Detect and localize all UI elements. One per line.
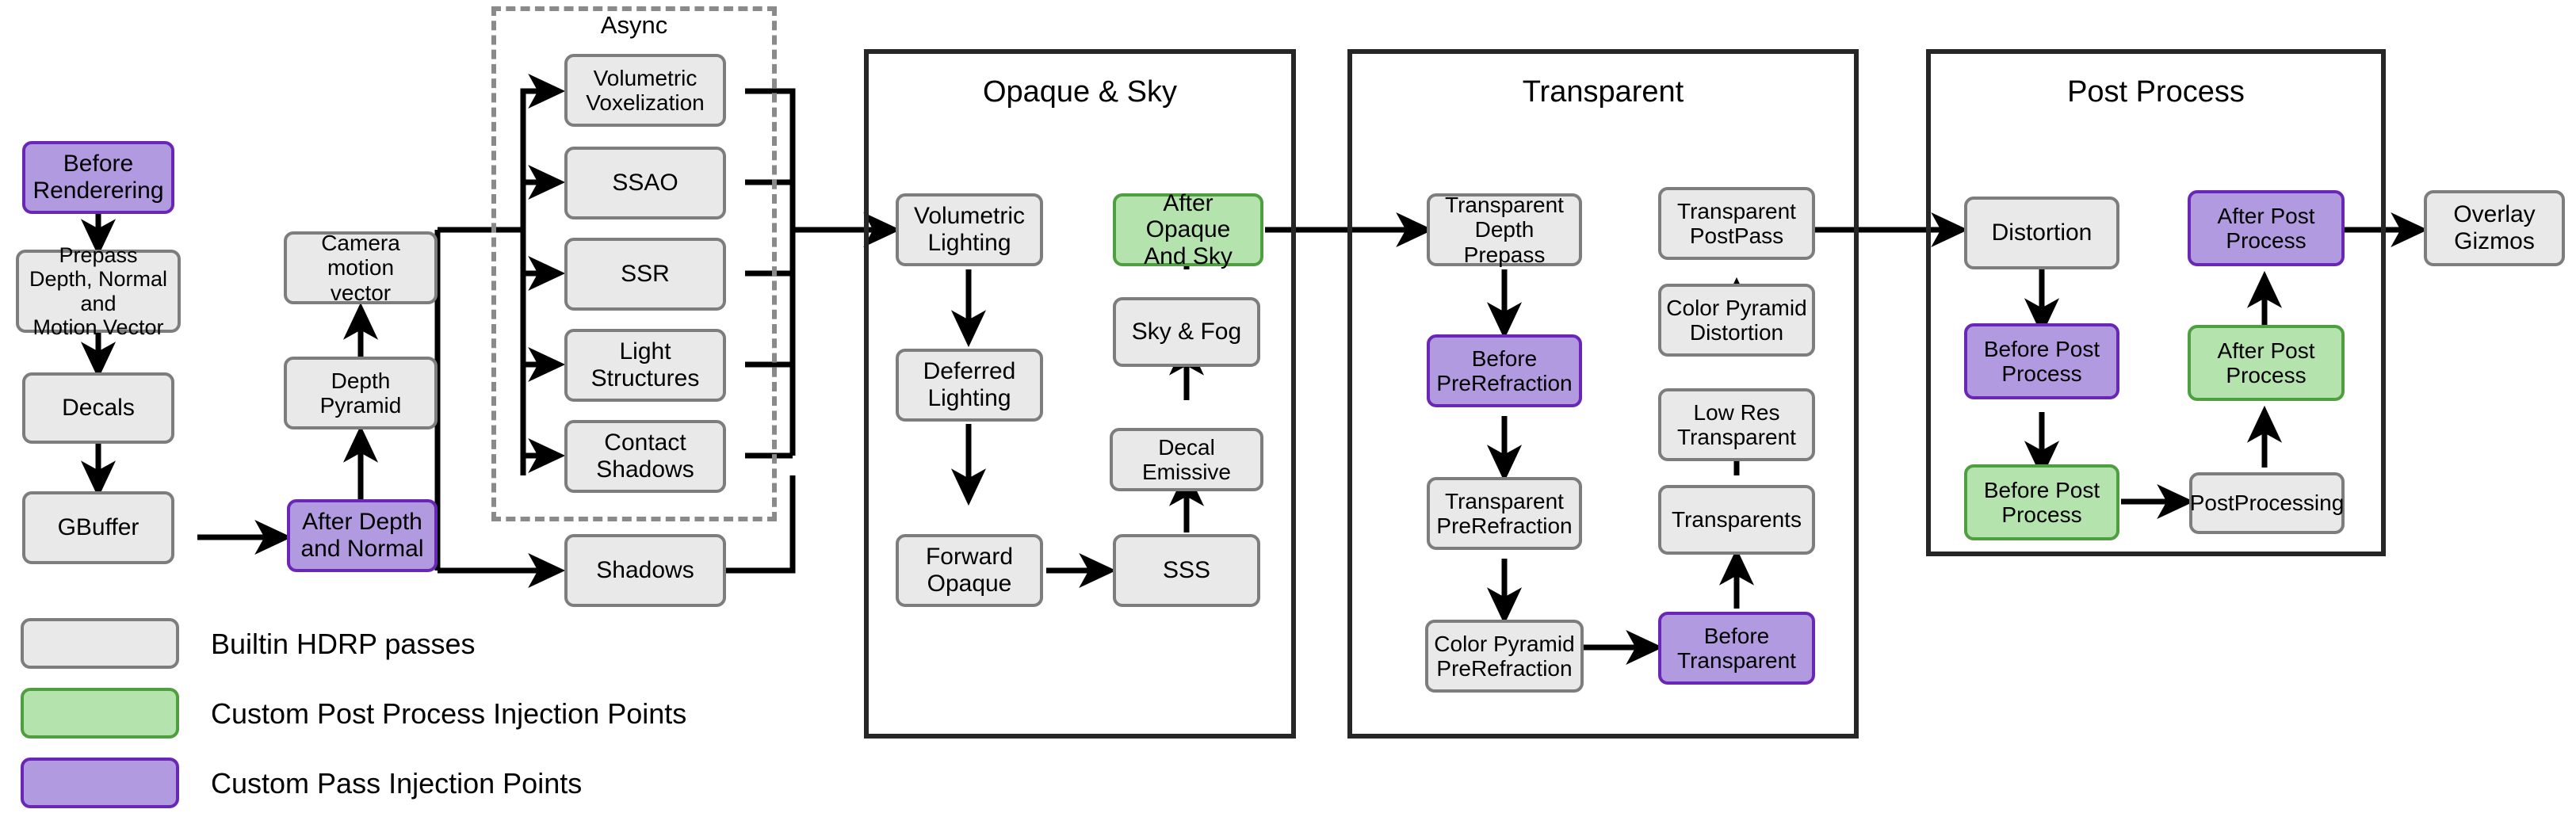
legend-label-builtin: Builtin HDRP passes — [211, 628, 476, 660]
node-transparents[interactable]: Transparents — [1658, 485, 1815, 555]
transparent-group — [1347, 49, 1859, 739]
legend-label-custom-post-process: Custom Post Process Injection Points — [211, 697, 687, 730]
node-decals[interactable]: Decals — [22, 372, 174, 444]
async-group-label: Async — [600, 11, 668, 39]
opaque-and-sky-group-label: Opaque & Sky — [982, 75, 1178, 109]
legend-swatch-custom-pass — [21, 758, 179, 808]
node-postprocessing[interactable]: PostProcessing — [2189, 472, 2345, 534]
opaque-and-sky-group — [864, 49, 1296, 739]
legend-label-custom-pass: Custom Pass Injection Points — [211, 767, 583, 800]
post-process-group-label: Post Process — [2067, 75, 2245, 109]
node-depth-pyramid[interactable]: Depth Pyramid — [284, 357, 438, 429]
legend-swatch-custom-post-process — [21, 688, 179, 739]
node-sss[interactable]: SSS — [1113, 534, 1260, 607]
node-ssao[interactable]: SSAO — [564, 147, 726, 219]
post-process-group — [1926, 49, 2386, 556]
node-shadows[interactable]: Shadows — [564, 534, 726, 607]
node-gbuffer[interactable]: GBuffer — [22, 491, 174, 564]
node-decal-emissive[interactable]: Decal Emissive — [1110, 428, 1263, 491]
async-group-container — [491, 6, 777, 521]
node-sky-and-fog[interactable]: Sky & Fog — [1113, 297, 1260, 367]
node-distortion[interactable]: Distortion — [1964, 197, 2119, 269]
legend-swatch-builtin — [21, 618, 179, 669]
node-ssr[interactable]: SSR — [564, 238, 726, 311]
transparent-group-label: Transparent — [1522, 75, 1684, 109]
